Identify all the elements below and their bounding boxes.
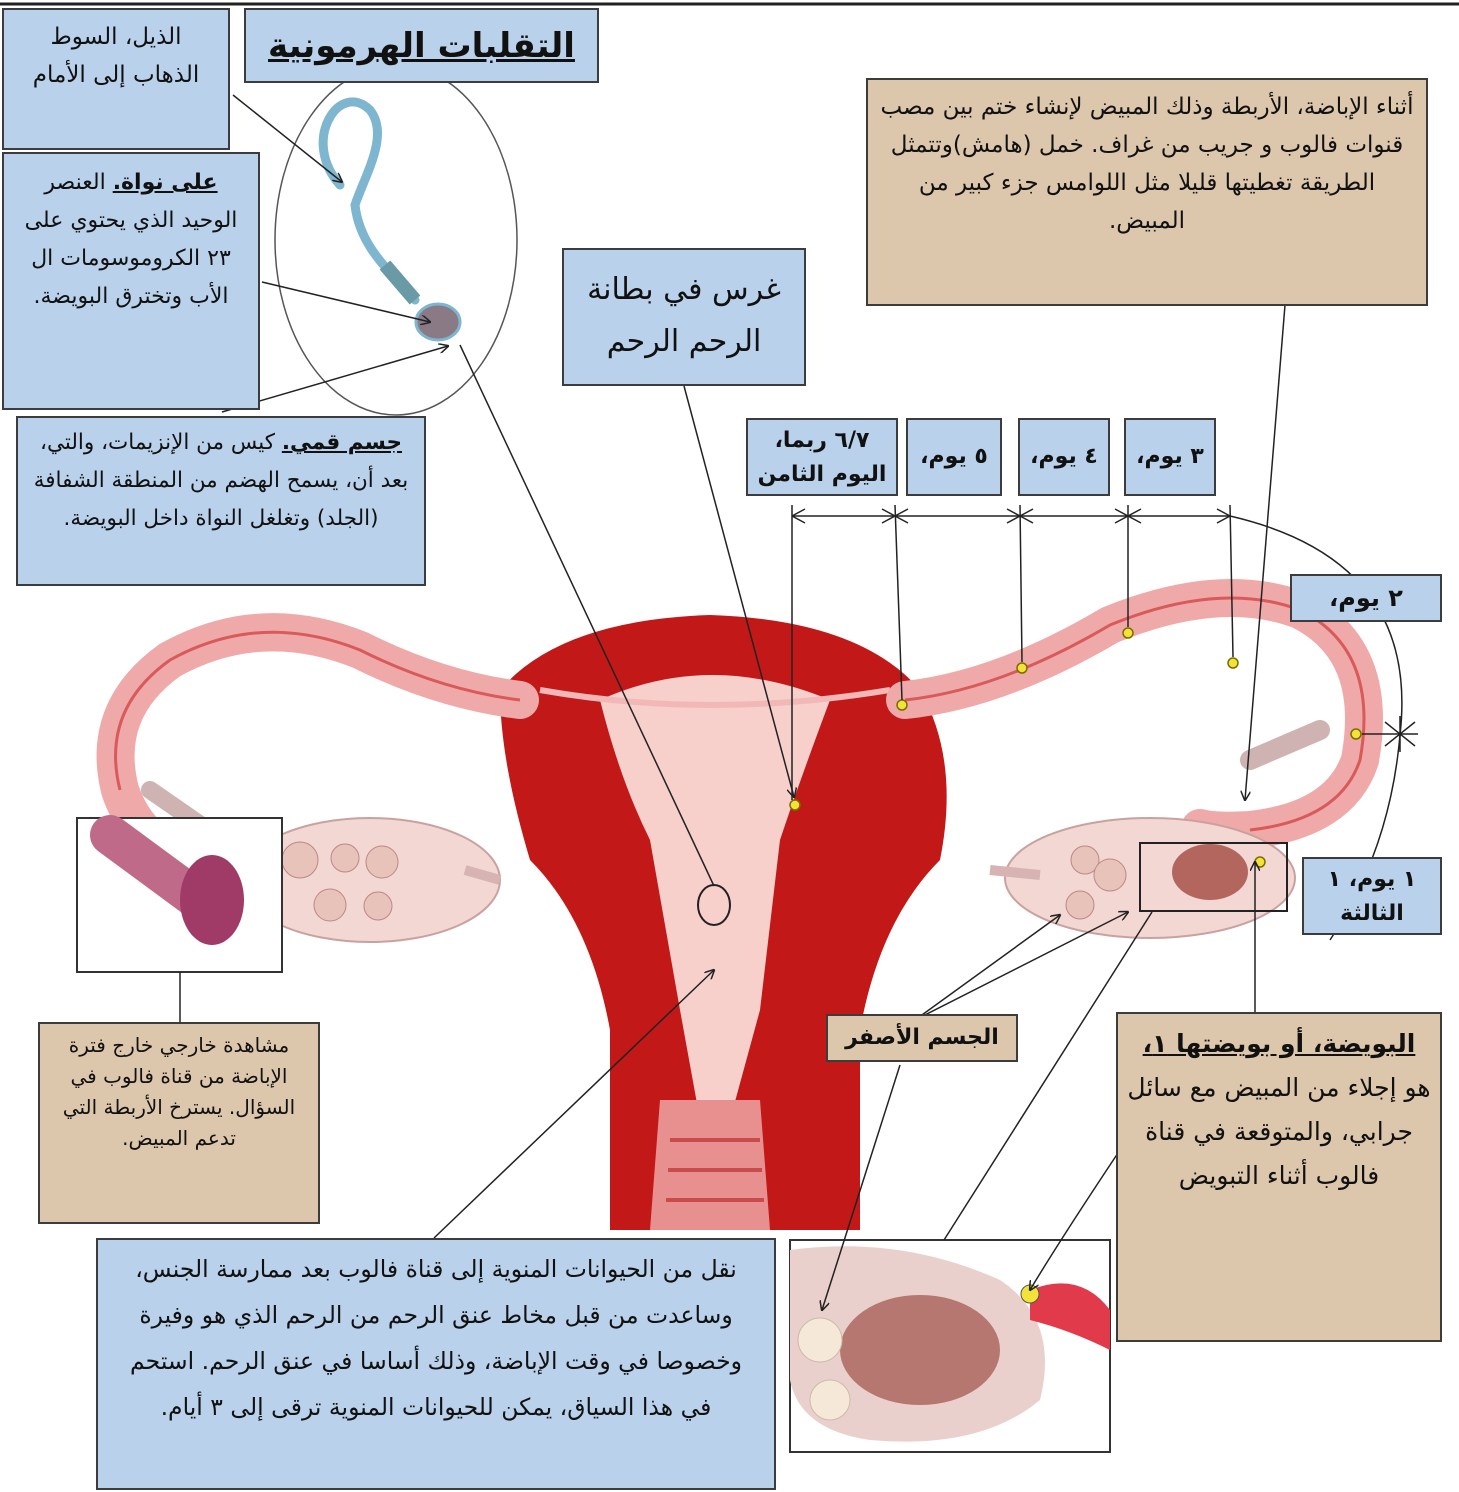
day-3-text: ٣ يوم، — [1136, 444, 1204, 469]
tail-label: الذيل، السوط الذهاب إلى الأمام — [2, 8, 230, 150]
page-title: التقلبات الهرمونية — [244, 8, 599, 83]
ovum-text: هو إجلاء من المبيض مع سائل جرابي، والمتو… — [1127, 1073, 1430, 1190]
ovum-term: البويضة، أو بويضتها ١، — [1143, 1029, 1416, 1058]
sperm-circle — [275, 65, 517, 415]
acrosome-label: جسم قمي. كيس من الإنزيمات، والتي، بعد أن… — [16, 416, 426, 586]
day-6-7-label: ٦/٧ ربما، اليوم الثامن — [746, 418, 898, 496]
external-view-text: مشاهدة خارجي خارج فترة الإباضة من قناة ف… — [63, 1033, 295, 1150]
acrosome-term: جسم قمي. — [282, 430, 402, 455]
day-6-7-text: ٦/٧ ربما، اليوم الثامن — [758, 428, 887, 487]
day-5-label: ٥ يوم، — [906, 418, 1002, 496]
implantation-label: غرس في بطانة الرحم الرحم — [562, 248, 806, 386]
day-2-text: ٢ يوم، — [1329, 584, 1403, 612]
day-1-label: ١ يوم، ١ الثالثة — [1302, 857, 1442, 935]
external-view-label: مشاهدة خارجي خارج فترة الإباضة من قناة ف… — [38, 1022, 320, 1224]
day-4-text: ٤ يوم، — [1030, 444, 1098, 469]
ovulation-text: أثناء الإباضة، الأربطة وذلك المبيض لإنشا… — [881, 94, 1414, 234]
day-5-text: ٥ يوم، — [920, 444, 988, 469]
day-4-label: ٤ يوم، — [1018, 418, 1110, 496]
day-2-label: ٢ يوم، — [1290, 574, 1442, 622]
nucleus-label: على نواة. العنصر الوحيد الذي يحتوي على ٢… — [2, 152, 260, 410]
page-title-text: التقلبات الهرمونية — [268, 26, 575, 66]
tail-label-text: الذيل، السوط الذهاب إلى الأمام — [33, 24, 200, 88]
corpus-pointer-2 — [915, 912, 1128, 1020]
ovum-label: البويضة، أو بويضتها ١، هو إجلاء من المبي… — [1116, 1012, 1442, 1342]
corpus-luteum-label: الجسم الأصفر — [826, 1014, 1018, 1062]
corpus-pointer-1 — [915, 915, 1060, 1020]
right-fallopian-tube — [905, 598, 1364, 831]
follicle-icon — [1172, 844, 1248, 900]
ovulation-pointer — [1245, 305, 1285, 800]
right-ligament — [1250, 730, 1320, 760]
nucleus-term: على نواة. — [113, 170, 218, 195]
sperm-transport-label: نقل من الحيوانات المنوية إلى قناة فالوب … — [96, 1238, 776, 1490]
corpus-luteum-text: الجسم الأصفر — [845, 1025, 999, 1050]
right-ovary-icon — [1005, 818, 1295, 938]
implantation-text: غرس في بطانة الرحم الرحم — [587, 272, 781, 359]
day-1-text: ١ يوم، ١ الثالثة — [1328, 867, 1417, 926]
sperm-transport-text: نقل من الحيوانات المنوية إلى قناة فالوب … — [130, 1255, 742, 1421]
day-3-label: ٣ يوم، — [1124, 418, 1216, 496]
ovulation-label: أثناء الإباضة، الأربطة وذلك المبيض لإنشا… — [866, 78, 1428, 306]
